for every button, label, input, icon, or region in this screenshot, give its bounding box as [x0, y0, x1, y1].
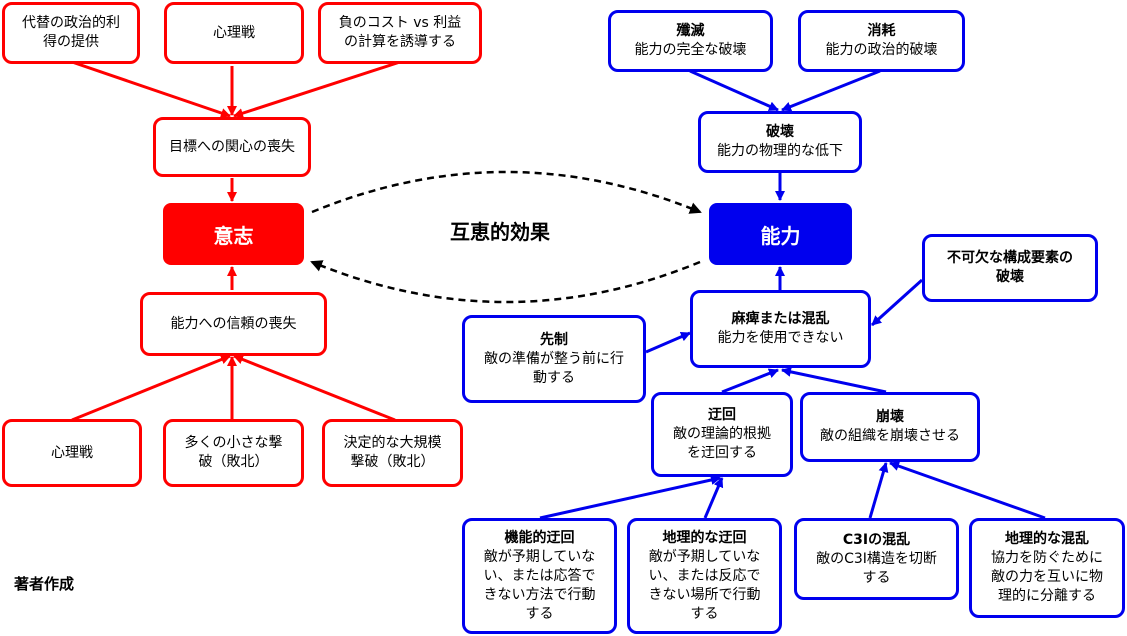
node-desc: きない方法で行動: [483, 586, 596, 603]
arrow-capability-to-will-dashed: [310, 260, 701, 304]
node-desc: 能力の政治的破壊: [825, 42, 938, 58]
line: 心理戦: [213, 24, 255, 41]
node-title: 迂回: [708, 407, 736, 423]
node-cost-benefit: 負のコスト vs 利益 の計算を誘導する: [318, 2, 482, 64]
node-alt-political-benefit: 代替の政治的利 得の提供: [2, 2, 140, 64]
arrow-disintegration-to-paralysis: [781, 366, 887, 394]
node-attrition: 消耗 能力の政治的破壊: [798, 10, 965, 72]
line: 負のコスト vs 利益: [338, 15, 462, 31]
arrow-cost-benefit-to-loss-interest: [233, 60, 401, 118]
node-disintegration: 崩壊 敵の組織を崩壊させる: [800, 392, 980, 462]
arrow-key-component-to-paralysis: [870, 278, 924, 327]
node-title: 破壊: [996, 269, 1024, 285]
node-desc: 敵が予期していな: [648, 548, 761, 565]
node-loss-of-interest: 目標への関心の喪失: [153, 117, 311, 177]
node-desc: 敵の理論的根拠: [673, 426, 771, 442]
node-title: 先制: [540, 331, 568, 348]
arrow-c3i-to-disintegration: [868, 462, 889, 519]
line: 決定的な大規模: [343, 435, 442, 451]
arrow-annihilation-to-destruction: [689, 69, 779, 112]
node-desc: 協力を防ぐために: [991, 550, 1103, 566]
arrow-alt-benefit-to-loss-interest: [71, 60, 231, 118]
line: 破（敗北）: [198, 454, 269, 470]
node-title: 消耗: [867, 23, 896, 39]
node-title: 麻痺または混乱: [731, 311, 830, 327]
arrow-attrition-to-destruction: [781, 69, 881, 112]
node-title: 地理的な迂回: [662, 529, 747, 546]
line: 得の提供: [43, 34, 99, 50]
arrow-dislocation-to-paralysis: [721, 368, 779, 394]
hub-capability-label: 能力: [760, 223, 801, 248]
node-preemption: 先制 敵の準備が整う前に行 動する: [462, 315, 646, 403]
node-desc: きない場所で行動: [648, 586, 761, 603]
arrow-preemption-to-paralysis: [645, 331, 691, 354]
arrow-geo-disrupt-to-disintegration: [889, 461, 1046, 520]
node-geographic-dislocation: 地理的な迂回 敵が予期していな い、または反応で きない場所で行動 する: [627, 518, 782, 634]
node-title: 地理的な混乱: [1005, 531, 1089, 547]
node-title: C3Iの混乱: [842, 531, 911, 548]
line: 目標への関心の喪失: [169, 138, 295, 155]
node-geographic-disruption: 地理的な混乱 協力を防ぐために 敵の力を互いに物 理的に分離する: [969, 518, 1125, 618]
node-desc: 敵のC3I構造を切断: [816, 550, 937, 567]
node-desc: い、または反応で: [648, 567, 761, 584]
arrow-functional-to-dislocation: [539, 475, 721, 520]
line: 多くの小さな撃: [184, 435, 283, 451]
node-desc: 敵の組織を崩壊させる: [820, 428, 960, 444]
node-desc: 理的に分離する: [998, 588, 1096, 604]
arrow-will-to-capability-dashed: [311, 170, 702, 214]
node-desc: する: [862, 569, 891, 586]
node-loss-of-trust: 能力への信頼の喪失: [140, 292, 327, 356]
node-c3i-disruption: C3Iの混乱 敵のC3I構造を切断 する: [794, 518, 959, 600]
line: 能力への信頼の喪失: [170, 315, 297, 332]
node-desc: 能力を使用できない: [717, 330, 844, 346]
node-destruction: 破壊 能力の物理的な低下: [698, 111, 862, 173]
line: の計算を誘導する: [344, 34, 456, 50]
line: 代替の政治的利: [22, 15, 120, 31]
hub-will-label: 意志: [213, 223, 254, 248]
node-psyops-bottom: 心理戦: [2, 419, 142, 487]
node-desc: を迂回する: [687, 445, 757, 461]
line: 撃破（敗北）: [350, 454, 435, 470]
reciprocal-effect-label: 互恵的効果: [450, 220, 550, 244]
node-desc: い、または応答で: [483, 567, 596, 584]
node-desc: 敵の準備が整う前に行: [484, 350, 624, 367]
arrow-psyops-bottom-to-loss-trust: [71, 354, 231, 422]
node-psyops-top: 心理戦: [164, 2, 304, 64]
node-desc: 動する: [533, 369, 575, 386]
hub-capability: 能力: [709, 203, 852, 265]
node-desc: 能力の完全な破壊: [634, 42, 747, 58]
node-desc: する: [690, 605, 719, 622]
node-annihilation: 殲滅 能力の完全な破壊: [608, 10, 773, 72]
node-title: 破壊: [766, 124, 794, 140]
node-title: 崩壊: [876, 409, 904, 425]
author-credit: 著者作成: [14, 575, 75, 593]
node-functional-dislocation: 機能的迂回 敵が予期していな い、または応答で きない方法で行動 する: [462, 518, 617, 634]
node-paralysis: 麻痺または混乱 能力を使用できない: [690, 290, 871, 368]
node-desc: 敵が予期していな: [483, 548, 596, 565]
node-small-defeats: 多くの小さな撃 破（敗北）: [163, 419, 304, 487]
hub-will: 意志: [163, 203, 304, 265]
node-desc: 敵の力を互いに物: [991, 569, 1103, 585]
node-decisive-defeat: 決定的な大規模 撃破（敗北）: [322, 419, 463, 487]
arrow-decisive-defeat-to-loss-trust: [233, 354, 396, 422]
node-desc: 能力の物理的な低下: [717, 143, 843, 159]
node-key-component: 不可欠な構成要素の 破壊: [922, 234, 1098, 302]
node-title: 機能的迂回: [504, 529, 575, 546]
line: 心理戦: [51, 444, 93, 461]
node-title: 殲滅: [676, 23, 705, 39]
arrow-geographic-to-dislocation: [703, 477, 724, 519]
node-desc: する: [525, 605, 554, 622]
node-title: 不可欠な構成要素の: [947, 250, 1073, 266]
node-dislocation: 迂回 敵の理論的根拠 を迂回する: [651, 392, 793, 477]
